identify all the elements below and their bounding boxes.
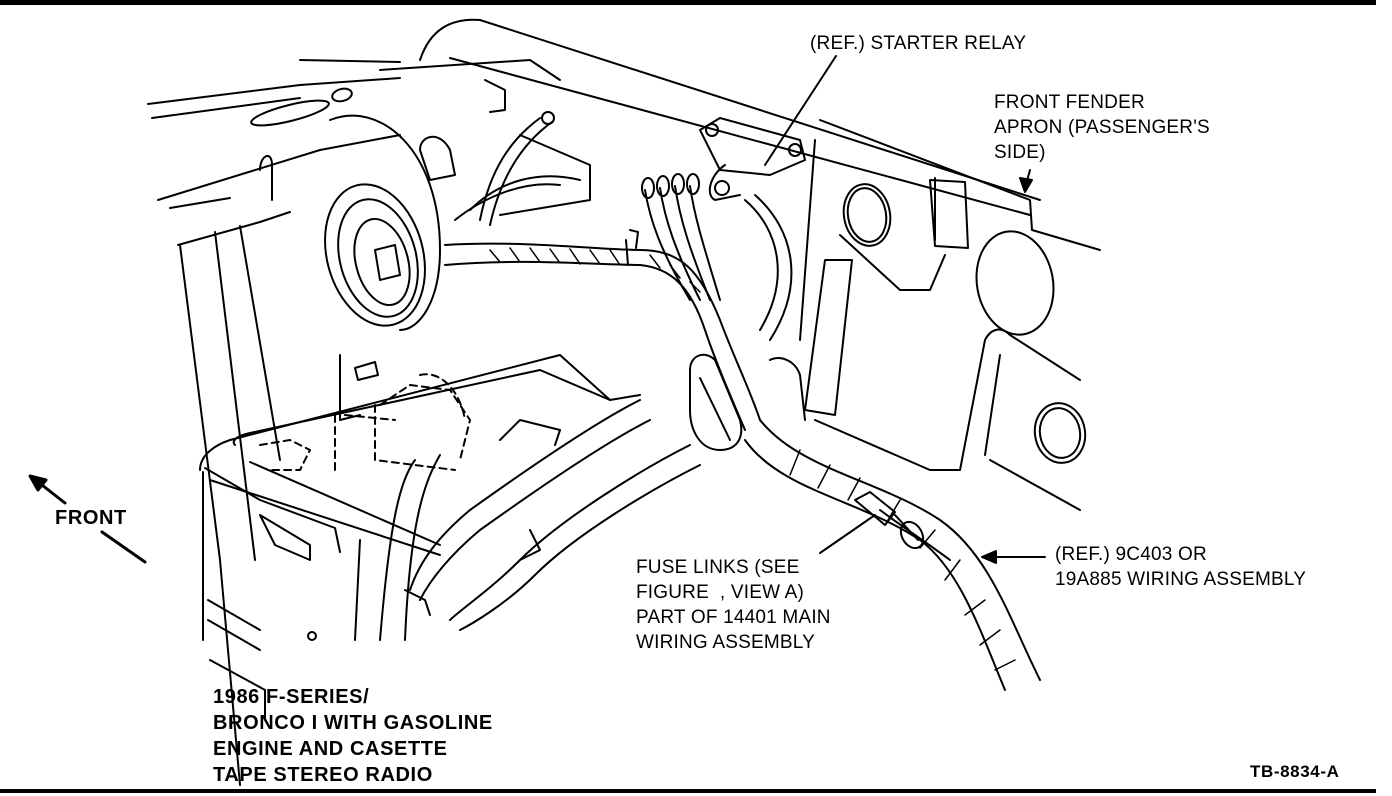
top-border-rule (0, 0, 1376, 5)
fuse-links-callout: FUSE LINKS (SEE FIGURE , VIEW A) PART OF… (636, 557, 831, 653)
starter-relay-callout: (REF.) STARTER RELAY (810, 33, 1027, 54)
starter-relay (699, 117, 806, 201)
starter-relay-leader (764, 55, 837, 166)
fender-apron-panel (799, 139, 1087, 511)
bottom-border-rule (0, 789, 1376, 793)
fender-top-edge (299, 18, 1101, 251)
front-orientation-label: FRONT (55, 507, 127, 529)
main-wiring-harness (404, 111, 1041, 691)
radiator-support (147, 77, 401, 786)
battery-tray (199, 354, 641, 721)
wiring-assembly-arrowhead (981, 550, 997, 564)
figure-id: TB-8834-A (1250, 762, 1340, 781)
fender-apron-callout: FRONT FENDER APRON (PASSENGER'S SIDE) (994, 92, 1210, 163)
leader-lines (764, 55, 1046, 564)
fuse-links-leader (819, 514, 876, 554)
front-direction-arrow-icon (28, 474, 147, 564)
bracket (419, 79, 591, 216)
wiring-assembly-callout: (REF.) 9C403 OR 19A885 WIRING ASSEMBLY (1055, 544, 1307, 590)
figure-caption: 1986 F-SERIES/ BRONCO I WITH GASOLINE EN… (213, 686, 493, 786)
horn-assembly (324, 114, 441, 331)
fender-apron-arrowhead (1019, 177, 1033, 193)
